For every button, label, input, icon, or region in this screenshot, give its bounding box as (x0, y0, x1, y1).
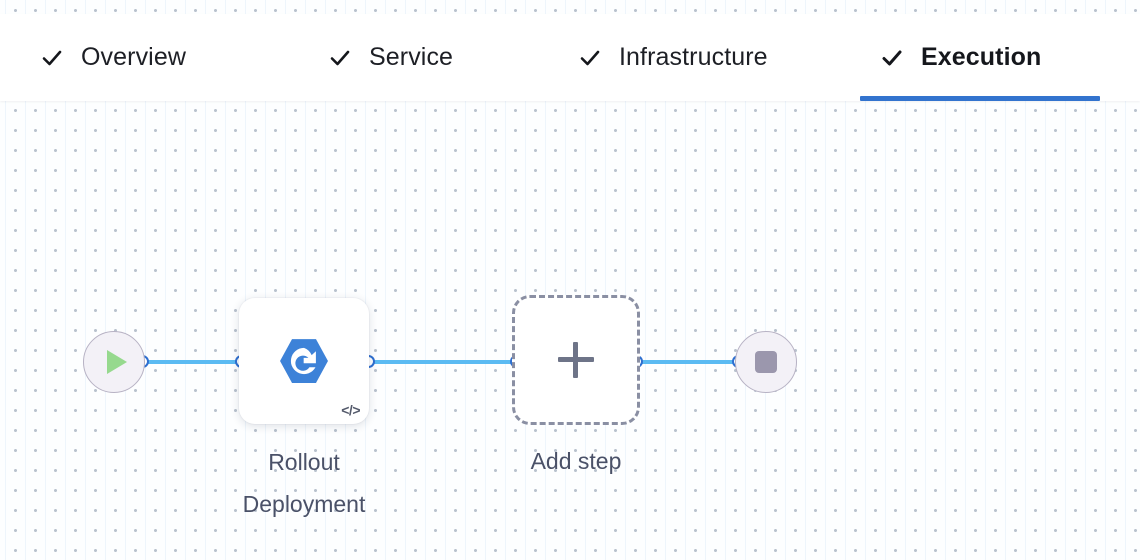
tab-infrastructure[interactable]: Infrastructure (560, 14, 835, 101)
tab-overview-label: Overview (81, 43, 186, 71)
check-icon (880, 46, 904, 70)
tab-infrastructure-label: Infrastructure (619, 43, 768, 71)
check-icon (578, 46, 602, 70)
add-step-node[interactable] (512, 295, 640, 425)
check-icon (40, 46, 64, 70)
step-node-rollout-deployment[interactable]: </> (239, 298, 369, 424)
tab-overview[interactable]: Overview (22, 14, 247, 101)
pipeline-stage-tabs: Overview Service Infrastructure Executio… (0, 14, 1140, 101)
active-tab-indicator (860, 96, 1100, 101)
edge-rollout-to-addstep[interactable] (368, 360, 517, 364)
code-badge-icon: </> (341, 402, 360, 418)
add-step-label: Add step (530, 448, 622, 474)
plus-icon (558, 342, 594, 378)
tab-execution[interactable]: Execution (860, 14, 1100, 101)
step-node-rollout-deployment-label: Rollout Deployment (242, 449, 366, 517)
tab-service-label: Service (369, 43, 454, 71)
check-icon (328, 46, 352, 70)
tab-service[interactable]: Service (310, 14, 510, 101)
edge-start-to-rollout[interactable] (141, 360, 242, 364)
rollout-deployment-icon (277, 334, 331, 388)
pipeline-start-node[interactable] (83, 331, 145, 393)
edge-addstep-to-end[interactable] (636, 360, 738, 364)
stop-icon (755, 351, 777, 373)
pipeline-end-node[interactable] (735, 331, 797, 393)
tab-execution-label: Execution (921, 43, 1042, 71)
play-icon (107, 350, 127, 374)
